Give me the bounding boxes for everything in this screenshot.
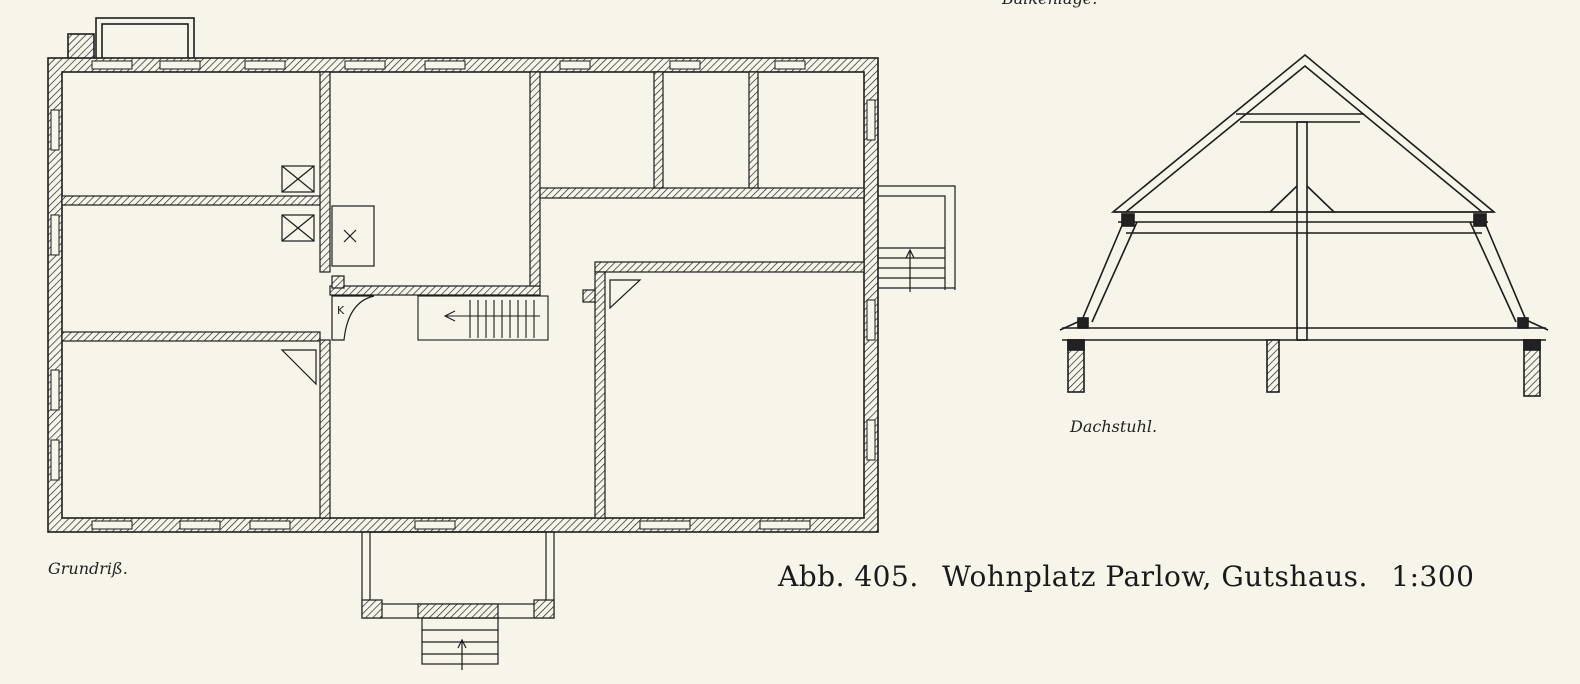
front-porch	[361, 531, 555, 670]
interior-walls	[61, 71, 865, 519]
figure-caption: Abb. 405. Wohnplatz Parlow, Gutshaus. 1:…	[778, 560, 1488, 593]
roof-truss-section	[1059, 53, 1549, 397]
caption-scale: 1:300	[1391, 560, 1475, 593]
caption-title: Wohnplatz Parlow, Gutshaus.	[942, 560, 1368, 593]
kitchen-detail	[331, 205, 596, 341]
staircase	[417, 295, 549, 341]
kitchen-mark: K	[337, 304, 345, 317]
section-label: Dachstuhl.	[1069, 417, 1157, 436]
top-cut-label: Balkenlage.	[1001, 0, 1097, 8]
chimney	[67, 33, 95, 61]
stoves	[280, 165, 642, 386]
plan-label: Grundriß.	[48, 559, 128, 578]
floor-plan: K	[47, 17, 956, 670]
side-entrance	[878, 185, 956, 292]
caption-figure-number: Abb. 405.	[778, 560, 919, 593]
